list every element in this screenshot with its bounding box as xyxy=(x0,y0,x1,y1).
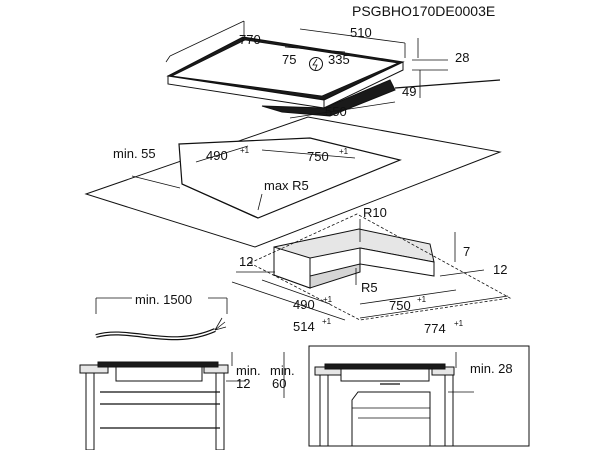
power-cable-highlight xyxy=(95,329,216,340)
detail-width-label: 750 xyxy=(389,298,411,313)
worktop-back-line xyxy=(394,79,501,89)
clearance-dimline xyxy=(131,175,181,189)
outer-width-dimline xyxy=(359,295,509,319)
outer-depth-label: 514 xyxy=(293,319,315,334)
cabinet-wall-r xyxy=(319,374,329,447)
frame-right-face xyxy=(359,247,435,277)
cutout-outline xyxy=(178,137,402,219)
hob-width-tick-left xyxy=(165,55,171,63)
hob-offset-dimline xyxy=(284,46,346,53)
hob-width-dimline xyxy=(169,20,245,57)
cutout-width-tol: +1 xyxy=(339,147,349,156)
outer-width-tol: +1 xyxy=(454,319,464,328)
cutout-detail xyxy=(249,213,512,321)
worktop-cutout xyxy=(84,116,502,248)
hob-section-glass xyxy=(97,361,219,368)
detail-width-dimline xyxy=(359,289,457,305)
outer-depth-dimline xyxy=(231,281,346,321)
detail-radius-top: R10 xyxy=(363,205,387,220)
left-gap-value: 12 xyxy=(236,376,250,391)
cutout-depth-tol: +1 xyxy=(240,146,250,155)
frame-right-dimline xyxy=(439,269,485,277)
oven-body xyxy=(351,391,431,447)
worktop-left xyxy=(79,364,109,374)
cutout-radius-label: max R5 xyxy=(264,178,309,193)
cutout-width-dimline xyxy=(261,149,356,159)
hob-offset-b-label: 335 xyxy=(328,52,350,67)
power-connection-icon xyxy=(309,57,323,71)
frame-right-label: 12 xyxy=(493,262,507,277)
frame-inner-face xyxy=(309,263,361,289)
hob-section-body-r xyxy=(340,368,430,382)
detail-depth-tol: +1 xyxy=(323,295,333,304)
frame-height-label: 7 xyxy=(463,244,470,259)
cable-length-label: min. 1500 xyxy=(135,292,192,307)
detail-depth-label: 490 xyxy=(293,297,315,312)
clearance-label: min. 55 xyxy=(113,146,156,161)
detail-width-tol: +1 xyxy=(417,295,427,304)
left-drawer-value: 60 xyxy=(272,376,286,391)
lightning-icon xyxy=(312,58,318,71)
hob-section-glass-r xyxy=(324,363,446,370)
outer-depth-tol: +1 xyxy=(322,317,332,326)
cutout-depth-dimline xyxy=(195,145,249,163)
detail-radius-bottom: R5 xyxy=(361,280,378,295)
section-right xyxy=(308,345,530,447)
right-gap-label: min. 28 xyxy=(470,361,513,376)
detail-outline-dashed xyxy=(249,213,512,321)
cabinet-wall-r2 xyxy=(444,374,454,447)
hob-inner-depth-label: 550 xyxy=(325,104,347,119)
hob-depth-label: 510 xyxy=(350,25,372,40)
hob-base xyxy=(261,79,396,117)
hob-glass-top xyxy=(170,39,400,97)
left-gap-label: min. xyxy=(236,363,261,378)
left-drawer-label: min. xyxy=(270,363,295,378)
hob-drawing xyxy=(166,36,405,117)
hob-section-body xyxy=(115,366,203,382)
cabinet-right-wall xyxy=(215,364,225,450)
cutout-front-edge xyxy=(181,183,259,219)
hob-height-label: 28 xyxy=(455,50,469,65)
product-code: PSGBHO170DE0003E xyxy=(352,3,495,19)
cable-wires xyxy=(214,317,227,331)
cabinet-left-wall xyxy=(85,364,95,450)
hob-side-edge xyxy=(323,61,404,109)
radius-leader xyxy=(257,193,263,211)
frame-left-label: 12 xyxy=(239,254,253,269)
cutout-width-label: 750 xyxy=(307,149,329,164)
section-left xyxy=(79,361,229,450)
hob-inner-dimline xyxy=(289,101,396,119)
hob-offset-a-label: 75 xyxy=(282,52,296,67)
outer-width-label: 774 xyxy=(424,321,446,336)
cable-label-bg xyxy=(132,292,208,306)
detail-depth-dimline xyxy=(261,279,331,305)
cutout-depth-label: 490 xyxy=(206,148,228,163)
hob-width-label: 770 xyxy=(239,32,261,47)
hob-depth-dimline xyxy=(299,28,406,44)
